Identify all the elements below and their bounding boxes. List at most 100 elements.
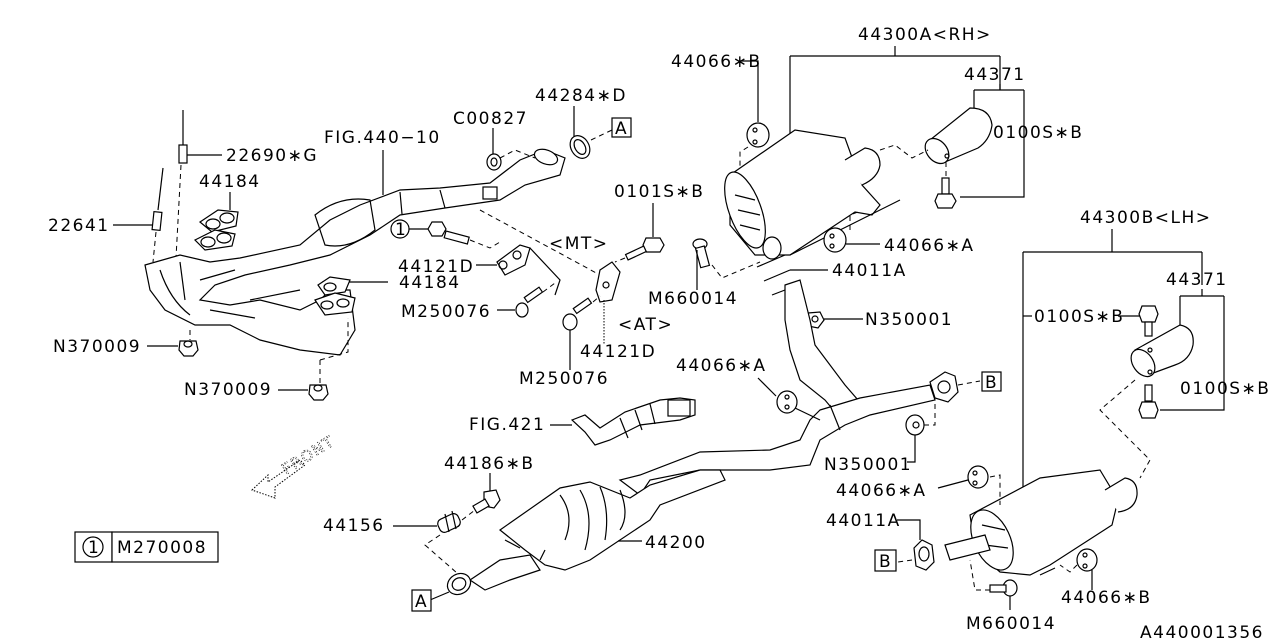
dash-bolt-bracket xyxy=(469,239,501,249)
nut-c00827[interactable] xyxy=(486,153,502,171)
label-fig440-10[interactable]: FIG.440−10 xyxy=(324,128,441,148)
label-44066A-top[interactable]: 44066∗A xyxy=(884,236,974,256)
label-44011A-top[interactable]: 44011A xyxy=(832,261,907,281)
plug-44156[interactable] xyxy=(436,510,462,534)
tail-tip-44371-rh[interactable] xyxy=(920,107,993,168)
label-44066A-mid[interactable]: 44066∗A xyxy=(676,356,766,376)
bolt-0100SB-lh-a[interactable] xyxy=(1138,305,1159,337)
label-44156[interactable]: 44156 xyxy=(323,516,385,536)
label-44184-mid[interactable]: 44184 xyxy=(399,273,461,293)
hanger-44066B-top[interactable] xyxy=(746,122,770,148)
bolt-m660014-low[interactable] xyxy=(989,579,1018,597)
figure-code: A440001356 xyxy=(1140,623,1264,640)
bracket-44121D-mt[interactable] xyxy=(496,244,561,296)
label-n350001-mid[interactable]: N350001 xyxy=(824,455,912,475)
sensor-44186B[interactable] xyxy=(472,489,501,514)
label-fig421[interactable]: FIG.421 xyxy=(469,415,545,435)
label-44371-rh[interactable]: 44371 xyxy=(964,65,1026,85)
label-22641[interactable]: 22641 xyxy=(48,216,110,236)
front-arrow-indicator: FRONT xyxy=(251,432,338,499)
label-n350001-top[interactable]: N350001 xyxy=(865,310,953,330)
hanger-44066A-low[interactable] xyxy=(967,465,989,489)
label-44011A-low[interactable]: 44011A xyxy=(826,511,901,531)
flange-a-bottom[interactable] xyxy=(444,569,475,598)
label-44300A[interactable]: 44300A<RH> xyxy=(858,25,992,45)
label-44121D-mt[interactable]: 44121D xyxy=(398,257,474,277)
gasket-44011A-low[interactable] xyxy=(913,539,935,571)
label-44121D-at[interactable]: 44121D xyxy=(580,342,656,362)
leader-n350001-mid xyxy=(907,435,916,463)
label-n370009-b[interactable]: N370009 xyxy=(184,380,272,400)
leader-44371-rh xyxy=(960,84,1025,198)
dash-n370009-b xyxy=(319,318,349,385)
hanger-44066A-top[interactable] xyxy=(823,227,847,253)
label-at[interactable]: <AT> xyxy=(618,315,673,335)
muffler-44300B-lh[interactable] xyxy=(944,469,1138,577)
label-n370009-a[interactable]: N370009 xyxy=(53,337,141,357)
heat-shield-fig421[interactable] xyxy=(570,397,696,446)
connector-A-bottom[interactable]: A xyxy=(411,589,432,612)
connector-B-top[interactable]: B xyxy=(981,371,1002,393)
bolt-0100SB-lh-b[interactable] xyxy=(1138,384,1159,419)
ring-44284D[interactable] xyxy=(566,132,594,162)
muffler-44300A-rh[interactable] xyxy=(716,129,901,260)
dash-m660014-low xyxy=(969,559,990,591)
bolt-0101SB[interactable] xyxy=(624,237,665,261)
label-0100SB-lh-a[interactable]: 0100S∗B xyxy=(1034,307,1124,327)
label-m660014-low[interactable]: M660014 xyxy=(966,614,1056,634)
label-m660014-top[interactable]: M660014 xyxy=(648,289,738,309)
label-44284D[interactable]: 44284∗D xyxy=(535,86,627,106)
oxygen-sensor-22641[interactable] xyxy=(151,167,164,263)
dash-44066B-low xyxy=(1059,564,1078,573)
dash-tip-rh xyxy=(879,144,929,159)
connector-B-low[interactable]: B xyxy=(874,549,897,572)
oxygen-sensor-22690[interactable] xyxy=(175,110,188,259)
screw-m250076-a[interactable] xyxy=(515,286,544,318)
label-44186B[interactable]: 44186∗B xyxy=(444,454,535,474)
dash-A-top xyxy=(590,129,613,141)
gasket-44184-top[interactable] xyxy=(193,209,239,251)
dash-tip-lh xyxy=(1099,379,1151,479)
label-0100SB-lh-b[interactable]: 0100S∗B xyxy=(1180,379,1270,399)
bracket-44121D-at[interactable] xyxy=(595,261,621,303)
label-m250076-b[interactable]: M250076 xyxy=(519,369,609,389)
legend-part-m270008[interactable]: M270008 xyxy=(117,538,207,558)
hanger-44066A-mid[interactable] xyxy=(776,390,821,421)
front-label: FRONT xyxy=(279,432,338,478)
bolt-m660014-top[interactable] xyxy=(692,238,711,269)
label-m250076-a[interactable]: M250076 xyxy=(401,302,491,322)
label-mt[interactable]: <MT> xyxy=(549,234,609,254)
tail-tip-44371-lh[interactable] xyxy=(1126,324,1194,381)
label-22690G[interactable]: 22690∗G xyxy=(226,146,318,166)
leader-44011A-low xyxy=(897,519,921,540)
label-44066A-low[interactable]: 44066∗A xyxy=(836,481,926,501)
label-44184-top[interactable]: 44184 xyxy=(199,172,261,192)
label-44066B-top[interactable]: 44066∗B xyxy=(671,52,762,72)
connector-A-top[interactable]: A xyxy=(611,117,632,139)
label-0101SB[interactable]: 0101S∗B xyxy=(614,182,704,202)
bolt-0100SB-rh[interactable] xyxy=(934,177,957,209)
label-44066B-low[interactable]: 44066∗B xyxy=(1061,588,1152,608)
gasket-44184-mid[interactable] xyxy=(314,276,356,316)
front-exhaust-pipe[interactable] xyxy=(144,146,566,356)
label-44371-lh[interactable]: 44371 xyxy=(1166,270,1228,290)
hanger-44066B-low[interactable] xyxy=(1076,548,1098,572)
leader-44300B xyxy=(1022,229,1203,510)
nut-n370009-b[interactable] xyxy=(308,384,329,401)
bolt-m270008[interactable] xyxy=(427,221,470,245)
label-c00827[interactable]: C00827 xyxy=(453,109,528,129)
nut-n350001-mid[interactable] xyxy=(905,414,925,436)
screw-m250076-b[interactable] xyxy=(562,297,593,331)
label-0100SB-rh[interactable]: 0100S∗B xyxy=(993,123,1083,143)
callout-1[interactable]: 1 xyxy=(390,219,410,240)
dash-A-bottom xyxy=(429,591,450,601)
dash-c00827 xyxy=(499,149,536,159)
nut-n370009-a[interactable] xyxy=(178,340,199,357)
dash-B-low xyxy=(897,559,913,563)
dash-m250076-b xyxy=(592,295,601,303)
label-44300B[interactable]: 44300B<LH> xyxy=(1080,208,1212,228)
label-44200[interactable]: 44200 xyxy=(645,533,707,553)
flange-b-top[interactable] xyxy=(929,371,959,403)
center-muffler-44200[interactable] xyxy=(468,469,726,591)
